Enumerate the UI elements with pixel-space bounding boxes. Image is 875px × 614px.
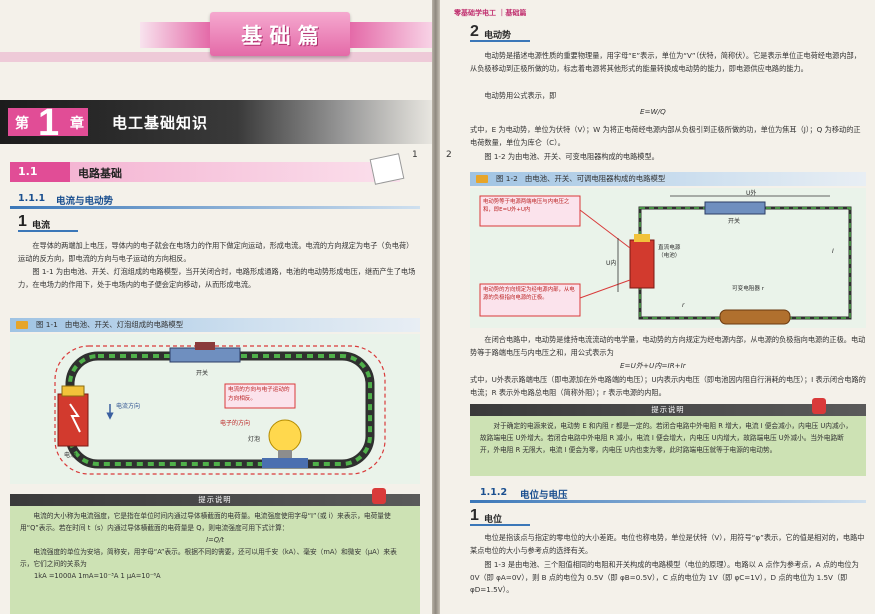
banner: 基 础 篇 [0,0,432,92]
subsection-header: 1.1.1 电流与电动势 [0,192,432,209]
tip-line: 电流强度的单位为安培，简称安，用字母“A”表示。根据不同的需要，还可以用千安（k… [20,548,397,568]
paragraph: 式中，E 为电动势，单位为伏特（V）；W 为将正电荷经电源内部从负极引到正极所做… [470,125,861,147]
figure-caption: 由电池、开关、灯泡组成的电路模型 [64,320,184,329]
tip-line: 电流的大小称为电流强度，它是指在单位时间内通过导体横截面的电荷量。电流强度使用字… [20,512,391,532]
section-title: 电路基础 [78,167,122,180]
paragraph: 图 1-2 为由电池、开关、可变电阻器构成的电路模型。 [484,152,659,161]
left-page: 基 础 篇 第 1 章 电工基础知识 1.1 电路基础 1.1.1 电流与电动势… [0,0,432,614]
paragraph: 电动势用公式表示，即 [484,91,557,100]
label-electron-direction: 电子的方向 [220,420,251,427]
right-page: 零基础学电工 ｜基础篇 2 2 电动势 电动势是描述电源性质的重要物理量，用字母… [440,0,875,614]
tip-header: 提示说明 [10,494,420,506]
running-header: 零基础学电工 ｜基础篇 [454,9,527,17]
label-box1: 电动势等于电源两端电压与内电压之和，即E=U外+U内 [483,199,570,213]
formula: E=U外+U内=IR+Ir [620,361,686,370]
subsection-number: 1.1.2 [480,487,508,498]
page-number: 2 [446,150,452,160]
label-u-outer: U外 [746,190,757,197]
figure-circuit-2: 电动势等于电源两端电压与内电压之和，即E=U外+U内 开关 直流电源（电池） 电… [470,188,866,328]
tip-relations: 1kA =1000A 1mA=10⁻³A 1 μA=10⁻⁶A [34,572,161,580]
label-lamp: 灯泡 [248,436,261,443]
subsection-title: 电位与电压 [520,490,568,501]
figure-caption-bar: 图 1-1 由电池、开关、灯泡组成的电路模型 [10,318,420,332]
label-box2: 电动势的方向规定为经电源内部，从电源的负极指向电源的正极。 [483,287,575,301]
topic-title: 电位 [484,515,503,525]
chapter-suffix: 章 [70,116,84,132]
label-current-direction: 电流方向 [116,403,141,410]
topic-number: 1 [18,213,27,230]
topic-number: 1 [470,507,479,524]
banner-title: 基 础 篇 [241,24,319,48]
section-header: 1.1 电路基础 [0,153,432,185]
tip-formula: I=Q/t [206,536,224,544]
figure-caption-number: 图 1-2 [496,174,518,183]
subsection-number: 1.1.1 [18,193,46,204]
paragraph: 式中，U外表示路端电压（即电源加在外电路端的电压）；U内表示内电压（即电池因内阻… [470,375,866,397]
book-gutter [432,0,440,614]
label-resistor: 可变电阻器 r [732,286,765,292]
tip-header: 提示说明 [470,404,866,416]
label-r: r [682,302,685,309]
figure-circuit-1: 开关 电流方向 电子的方向 电流的方向与电子运动的方向相反。 电池 灯泡 [10,334,420,484]
paragraph: 电位是指该点与指定的零电位的大小差距。电位也称电势，单位是伏特（V），用符号“φ… [470,533,865,555]
section-number: 1.1 [18,165,38,178]
topic-number: 2 [470,23,479,40]
label-battery: 直流电源（电池） [658,245,681,259]
label-current: I [832,248,834,255]
tip-box: 提示说明 对于确定的电源来说，电动势 E 和内阻 r 都是一定的。若闭合电路中外… [470,398,866,476]
figure-caption: 由电池、开关、可调电阻器构成的电路模型 [524,174,666,183]
chapter-prefix: 第 [15,116,29,132]
label-switch: 开关 [728,218,741,225]
label-switch: 开关 [196,370,209,377]
label-u-inner: U内 [606,260,617,267]
tip-icon [372,488,386,504]
formula: E=W/Q [640,107,666,116]
paragraph: 在导体的两端加上电压，导体内的电子就会在电场力的作用下做定向运动，形成电流。电流… [18,241,414,263]
paragraph: 在闭合电路中，电动势是维持电流流动的电学量，电动势的方向规定为经电源内部，从电源… [470,335,866,357]
paragraph: 图 1-1 为由电池、开关、灯泡组成的电路模型，当开关闭合时，电路形成通路，电池… [18,267,416,289]
subsection-header: 1.1.2 电位与电压 [470,486,866,503]
figure-icon [16,321,28,329]
tip-box: 提示说明 电流的大小称为电流强度，它是指在单位时间内通过导体横截面的电荷量。电流… [10,488,420,614]
subsection-title: 电流与电动势 [56,196,114,207]
topic-title: 电动势 [484,31,512,41]
chapter-title: 电工基础知识 [112,114,209,132]
label-note: 电流的方向与电子运动的方向相反。 [228,387,290,402]
tip-icon [812,398,826,414]
figure-caption-number: 图 1-1 [36,320,58,329]
paragraph: 电动势是描述电源性质的重要物理量，用字母“E”表示，单位为“V”（伏特，简称伏）… [470,51,861,73]
figure-icon [476,175,488,183]
chapter-number: 1 [38,102,60,144]
paragraph: 图 1-3 是由电池、三个阻值相同的电阻和开关构成的电路模型（电位的原理）。电路… [470,560,859,594]
chapter-header: 第 1 章 电工基础知识 [0,100,432,144]
tip-text: 对于确定的电源来说，电动势 E 和内阻 r 都是一定的。若闭合电路中外电阻 R … [480,422,853,454]
page-number: 1 [412,150,418,160]
figure-caption-bar: 图 1-2 由电池、开关、可调电阻器构成的电路模型 [470,172,866,186]
label-battery: 电池 [64,452,77,459]
topic-title: 电流 [32,221,51,231]
